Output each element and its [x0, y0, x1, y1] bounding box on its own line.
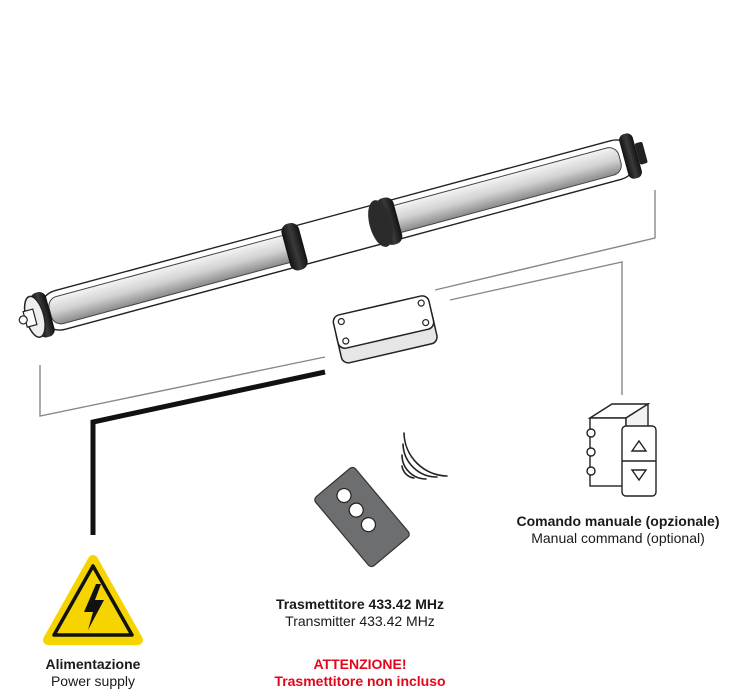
transmitter-caption: Trasmettitore 433.42 MHz Transmitter 433… — [240, 596, 480, 630]
transmitter-subtitle: Transmitter 433.42 MHz — [285, 613, 435, 629]
receiver-box — [332, 295, 438, 364]
power-supply-title: Alimentazione — [45, 656, 141, 672]
power-supply-caption: Alimentazione Power supply — [13, 656, 173, 690]
remote-button — [348, 502, 364, 518]
warning-line-2: Trasmettitore non incluso — [274, 673, 446, 689]
warning-line-1: ATTENZIONE! — [313, 656, 407, 672]
warning-note: ATTENZIONE! Trasmettitore non incluso — [250, 656, 470, 690]
power-cable — [90, 369, 326, 535]
up-arrow-icon — [630, 439, 648, 452]
motor-right-section — [386, 147, 622, 234]
wireless-signal-icon — [401, 432, 448, 480]
power-supply-subtitle: Power supply — [50, 673, 136, 689]
manual-command-subtitle: Manual command (optional) — [531, 530, 705, 546]
motor-left-section — [48, 234, 298, 325]
remote-button — [336, 487, 352, 504]
remote-button — [360, 517, 377, 533]
electric-hazard-icon — [43, 555, 143, 645]
transmitter-title: Trasmettitore 433.42 MHz — [275, 596, 445, 612]
remote-transmitter — [314, 432, 448, 568]
manual-switch — [586, 402, 657, 497]
down-arrow-icon — [630, 469, 648, 482]
connection-lines — [39, 190, 656, 417]
manual-command-title: Comando manuale (opzionale) — [516, 513, 720, 529]
manual-command-caption: Comando manuale (opzionale) Manual comma… — [484, 513, 752, 547]
tubular-motor — [18, 133, 648, 338]
